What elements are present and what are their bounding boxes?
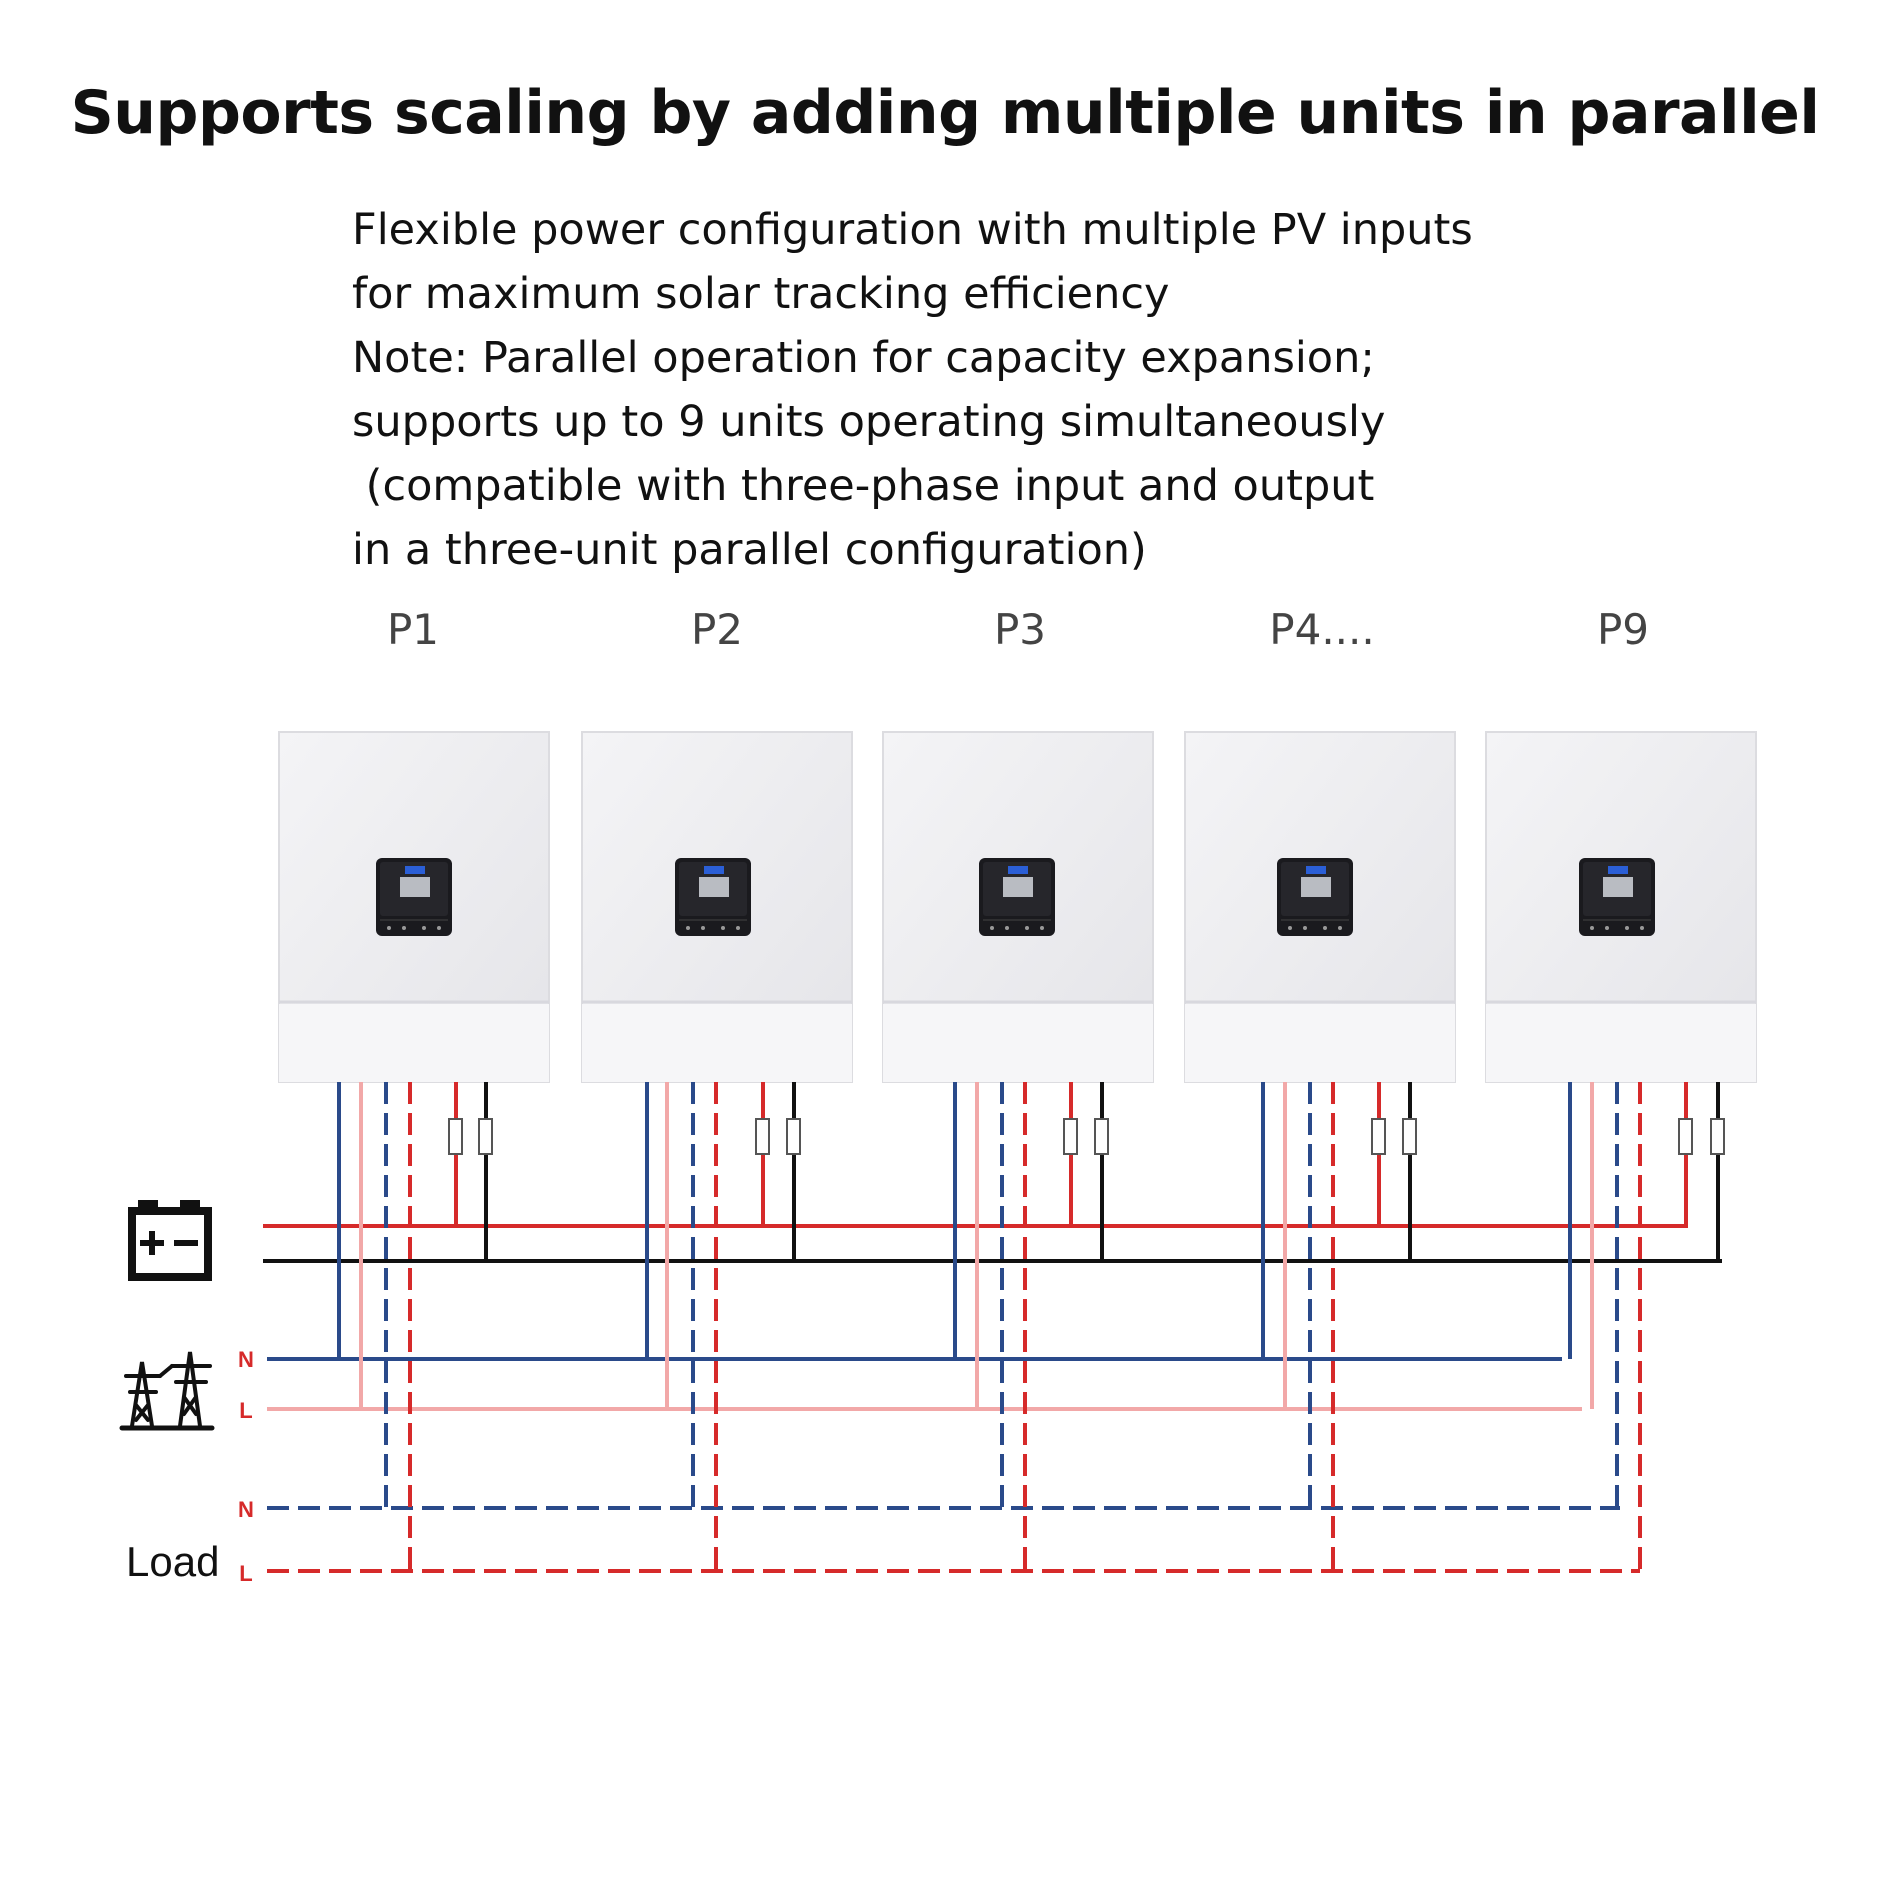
description-line: Note: Parallel operation for capacity ex… <box>352 333 1375 383</box>
inverter-units <box>278 731 1757 1083</box>
unit-drops <box>337 1082 1725 1571</box>
description-line: (compatible with three-phase input and o… <box>352 461 1375 511</box>
inverter-unit-p4 <box>1184 731 1456 1083</box>
page-title: Supports scaling by adding multiple unit… <box>70 78 1820 148</box>
unit-label-p9: P9 <box>1597 605 1649 654</box>
inverter-unit-p2 <box>581 731 853 1083</box>
grid-live-label: L <box>239 1398 252 1423</box>
unit-label-p3: P3 <box>994 605 1046 654</box>
unit-label-p4: P4.... <box>1269 605 1374 654</box>
description-line: supports up to 9 units operating simulta… <box>352 397 1386 447</box>
display-panel <box>675 858 751 936</box>
display-panel <box>979 858 1055 936</box>
description-line: in a three-unit parallel configuration) <box>352 525 1147 575</box>
display-panel <box>1579 858 1655 936</box>
grid-neutral-label: N <box>238 1347 254 1372</box>
description: Flexible power configuration with multip… <box>352 198 1473 582</box>
load-label: Load <box>126 1538 219 1585</box>
buses <box>263 1224 1722 1573</box>
description-line: Flexible power configuration with multip… <box>352 205 1473 255</box>
battery-icon <box>128 1200 212 1281</box>
display-panel <box>1277 858 1353 936</box>
inverter-unit-p9 <box>1485 731 1757 1083</box>
load-neutral-label: N <box>238 1497 254 1522</box>
unit-label-p2: P2 <box>691 605 743 654</box>
unit-label-p1: P1 <box>387 605 439 654</box>
display-panel <box>376 858 452 936</box>
inverter-unit-p1 <box>278 731 550 1083</box>
power-tower-icon <box>119 1351 215 1431</box>
inverter-unit-p3 <box>882 731 1154 1083</box>
load-live-label: L <box>239 1561 252 1586</box>
description-line: for maximum solar tracking efficiency <box>352 269 1170 319</box>
